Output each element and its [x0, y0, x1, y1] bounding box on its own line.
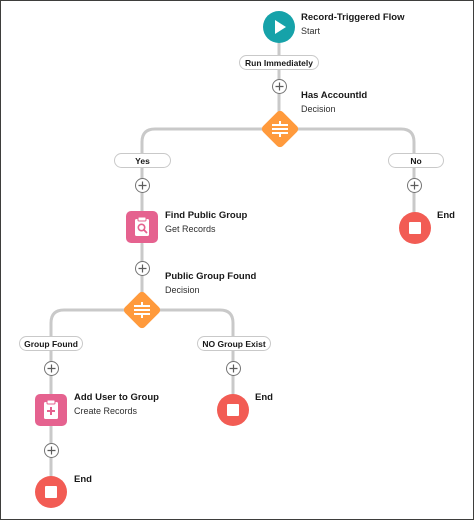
end-node-no[interactable]	[399, 212, 431, 244]
plus-icon	[138, 264, 147, 273]
connector-group-found-branch	[49, 308, 127, 397]
decision-icon	[123, 291, 161, 329]
stop-icon	[399, 212, 431, 244]
decision-1-subtitle: Decision	[301, 104, 336, 114]
decision-1-title: Has AccountId	[301, 90, 368, 101]
end-label: End	[255, 392, 273, 403]
outcome-group-found-label: Group Found	[19, 336, 83, 351]
end-node-no-label: End	[437, 209, 455, 222]
play-icon	[263, 11, 295, 43]
start-node[interactable]	[263, 11, 295, 43]
end-label: End	[437, 210, 455, 221]
decision-2-title: Public Group Found	[165, 271, 257, 282]
get-records-title: Find Public Group	[165, 210, 248, 221]
plus-icon	[229, 364, 238, 373]
stop-icon	[217, 394, 249, 426]
run-immediately-label: Run Immediately	[239, 55, 319, 70]
decision-2-subtitle: Decision	[165, 285, 200, 295]
end-node-final-label: End	[74, 473, 92, 486]
add-element-button-1[interactable]	[272, 79, 287, 94]
add-element-button-no[interactable]	[407, 178, 422, 193]
decision-1-label: Has AccountId Decision	[301, 89, 367, 116]
add-element-button-2[interactable]	[135, 261, 150, 276]
decision-node-has-accountid[interactable]	[258, 107, 302, 151]
connector-no-branch	[294, 127, 416, 215]
plus-icon	[47, 364, 56, 373]
get-records-subtitle: Get Records	[165, 224, 216, 234]
decision-2-label: Public Group Found Decision	[165, 270, 256, 297]
get-records-icon	[126, 211, 158, 243]
end-node-no-group[interactable]	[217, 394, 249, 426]
add-element-button-group-found[interactable]	[44, 361, 59, 376]
decision-icon	[261, 110, 299, 148]
plus-icon	[410, 181, 419, 190]
connector-yes-branch	[140, 127, 264, 213]
create-records-node[interactable]	[35, 394, 67, 426]
create-records-icon	[35, 394, 67, 426]
add-element-button-no-group[interactable]	[226, 361, 241, 376]
outcome-yes-label: Yes	[114, 153, 171, 168]
start-node-title: Record-Triggered Flow	[301, 12, 405, 23]
plus-icon	[275, 82, 284, 91]
get-records-label: Find Public Group Get Records	[165, 209, 247, 236]
add-element-button-yes[interactable]	[135, 178, 150, 193]
outcome-no-group-label: NO Group Exist	[197, 336, 271, 351]
plus-icon	[138, 181, 147, 190]
create-records-subtitle: Create Records	[74, 406, 138, 416]
add-element-button-3[interactable]	[44, 443, 59, 458]
create-records-label: Add User to Group Create Records	[74, 391, 159, 418]
create-records-title: Add User to Group	[74, 392, 159, 403]
end-node-no-group-label: End	[255, 391, 273, 404]
connector-no-group-branch	[157, 308, 235, 397]
plus-icon	[47, 446, 56, 455]
stop-icon	[35, 476, 67, 508]
outcome-no-label: No	[388, 153, 444, 168]
end-node-final[interactable]	[35, 476, 67, 508]
start-node-subtitle: Start	[301, 26, 321, 36]
get-records-node[interactable]	[126, 211, 158, 243]
decision-node-public-group-found[interactable]	[120, 288, 164, 332]
start-node-label: Record-Triggered Flow Start	[301, 11, 404, 38]
end-label: End	[74, 474, 92, 485]
